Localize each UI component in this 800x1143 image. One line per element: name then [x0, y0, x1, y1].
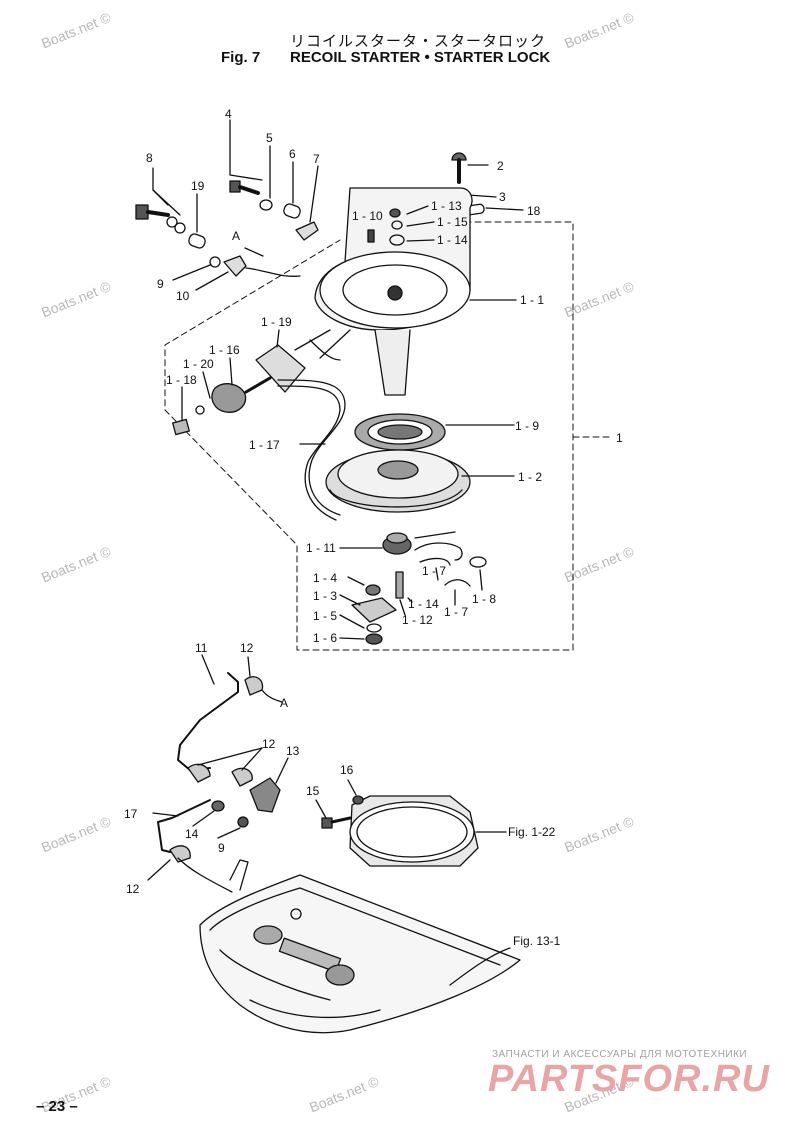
label-fig-13-1: Fig. 13-1 — [513, 934, 561, 948]
label-1-9: 1 - 9 — [515, 419, 539, 433]
label-5: 5 — [266, 131, 273, 145]
nut-16 — [352, 795, 364, 805]
label-6: 6 — [289, 147, 296, 161]
label-14: 14 — [185, 827, 199, 841]
label-1-3: 1 - 3 — [313, 589, 337, 603]
bottom-cowling-fig-13-1 — [199, 859, 521, 1034]
sleeve-19 — [188, 233, 206, 249]
seal-plate-fig-1-22 — [349, 795, 479, 867]
label-1-6: 1 - 6 — [313, 631, 337, 645]
label-1-17: 1 - 17 — [249, 438, 280, 452]
lock-lever-13 — [249, 777, 281, 813]
label-1-14b: 1 - 14 — [408, 597, 439, 611]
small-parts-1-10-1-15 — [367, 208, 405, 246]
brand-logo: PARTSFOR.RU — [488, 1058, 770, 1100]
label-7: 7 — [313, 152, 320, 166]
label-1-19: 1 - 19 — [261, 315, 292, 329]
hub-1-11 — [382, 532, 412, 555]
bracket-1-19 — [255, 344, 306, 393]
label-1-8: 1 - 8 — [472, 592, 496, 606]
label-1-10: 1 - 10 — [352, 209, 383, 223]
label-8: 8 — [146, 151, 153, 165]
spring-1-9 — [354, 413, 446, 451]
clip-12-c — [231, 767, 253, 787]
label-11: 11 — [195, 641, 208, 655]
label-1-2: 1 - 2 — [518, 470, 542, 484]
clip-12-b — [187, 763, 211, 783]
bolt-15 — [321, 816, 352, 829]
label-1-7b: 1 - 7 — [444, 605, 468, 619]
label-16: 16 — [340, 763, 354, 777]
assembly-outline — [164, 221, 574, 651]
clip-10 — [223, 255, 247, 277]
bolt-4 — [229, 180, 273, 211]
nut-1-6 — [365, 633, 383, 645]
label-19: 19 — [191, 179, 205, 193]
label-9b: 9 — [218, 841, 225, 855]
figure-number: Fig. 7 — [221, 49, 261, 66]
label-17: 17 — [124, 807, 138, 821]
cable-1-17 — [277, 379, 346, 516]
label-1-15: 1 - 15 — [437, 215, 468, 229]
nut-9-b — [237, 816, 249, 828]
label-12c: 12 — [126, 882, 140, 896]
brand-tagline: ЗАПЧАСТИ И АКСЕССУАРЫ ДЛЯ МОТОТЕХНИКИ — [492, 1049, 748, 1060]
title-japanese: リコイルスタータ・スタータロック — [290, 32, 547, 50]
lock-parts-1-16 — [172, 376, 272, 436]
label-a2: A — [280, 696, 288, 710]
label-1-5: 1 - 5 — [313, 609, 337, 623]
link-rod-11 — [177, 672, 239, 771]
label-1: 1 — [616, 431, 623, 445]
label-1-18: 1 - 18 — [166, 373, 197, 387]
label-9: 9 — [157, 277, 164, 291]
label-1-13: 1 - 13 — [431, 199, 462, 213]
bolt-14 — [211, 800, 225, 812]
label-1-7: 1 - 7 — [422, 564, 446, 578]
washer-1-5 — [366, 623, 382, 633]
clip-7 — [295, 221, 319, 241]
springs-1-7-1-8 — [414, 542, 487, 587]
reel-1-2 — [325, 449, 471, 513]
nut-9 — [209, 256, 221, 268]
page-number: – 23 – — [36, 1098, 78, 1115]
label-2: 2 — [497, 159, 504, 173]
starter-housing-1-1 — [294, 187, 473, 396]
label-fig-1-22: Fig. 1-22 — [508, 825, 556, 839]
label-1-11: 1 - 11 — [306, 541, 336, 555]
collar-6 — [283, 203, 301, 219]
label-12b: 12 — [262, 737, 276, 751]
clip-12-a — [244, 676, 264, 696]
label-15: 15 — [306, 784, 320, 798]
label-12a: 12 — [240, 641, 254, 655]
label-1-14: 1 - 14 — [437, 233, 468, 247]
pawl-1-4 — [365, 584, 381, 596]
label-a: A — [232, 229, 240, 243]
label-1-4: 1 - 4 — [313, 571, 337, 585]
pin-1-14 — [395, 571, 404, 599]
clip-12-d — [169, 845, 191, 863]
bolt-2 — [451, 152, 467, 184]
label-1-12: 1 - 12 — [402, 613, 433, 627]
title-english: RECOIL STARTER • STARTER LOCK — [290, 49, 551, 66]
label-3: 3 — [499, 190, 506, 204]
label-4: 4 — [225, 107, 232, 121]
label-18: 18 — [527, 204, 541, 218]
label-13: 13 — [286, 744, 300, 758]
bolt-8 — [135, 204, 186, 234]
plate-1-3 — [351, 597, 397, 623]
label-1-20: 1 - 20 — [183, 357, 214, 371]
label-1-16: 1 - 16 — [209, 343, 240, 357]
label-1-1: 1 - 1 — [520, 293, 544, 307]
rod-17 — [157, 799, 211, 853]
label-10: 10 — [176, 289, 190, 303]
